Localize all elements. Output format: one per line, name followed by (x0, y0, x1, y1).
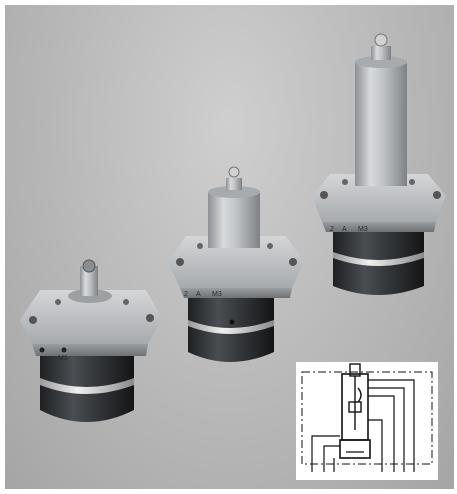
small-body (40, 344, 134, 422)
medium-port-label-1: 2 (184, 291, 188, 298)
medium-port-label-2: A (196, 291, 201, 298)
tall-clamp-cylinder: 2 A M3 (312, 33, 446, 295)
medium-body (188, 290, 274, 362)
small-piston-rod (80, 266, 98, 296)
medium-piston-rod (208, 192, 260, 248)
small-port-label-1: M1 (58, 355, 68, 362)
schematic-panel (296, 362, 438, 480)
tall-rod-tip (371, 46, 391, 60)
hydraulic-cylinder-symbol-icon (296, 362, 438, 480)
tall-groove (333, 252, 424, 266)
small-clamp-cylinder: M1 (20, 259, 162, 422)
medium-port-label-3: M3 (212, 291, 222, 298)
tall-flange (312, 174, 446, 222)
small-groove (40, 378, 134, 394)
tall-port-label-3: M3 (358, 226, 368, 233)
tall-port-label-2: A (342, 226, 347, 233)
tall-piston-rod (355, 62, 407, 186)
medium-clamp-cylinder: 2 A M3 (168, 166, 304, 362)
medium-groove (188, 320, 274, 334)
tall-bolt-hole (320, 191, 328, 199)
tall-bolt-hole (433, 191, 441, 199)
tall-port-label-1: 2 (330, 226, 334, 233)
